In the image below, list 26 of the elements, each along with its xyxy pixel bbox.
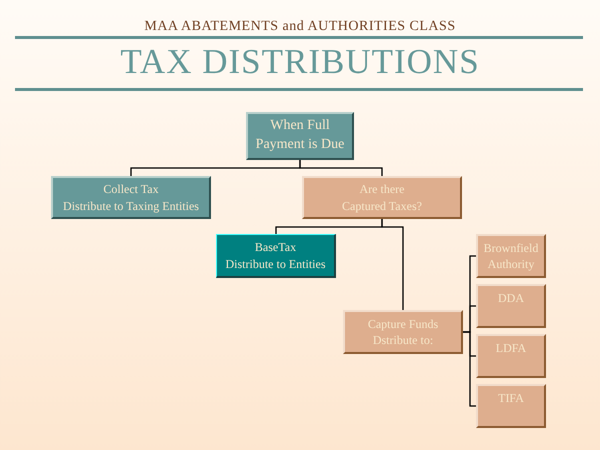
- node-label: When Full Payment is Due: [254, 117, 346, 154]
- node-label: Brownfield Authority: [482, 240, 540, 272]
- process-box: [51, 176, 211, 219]
- node-label: BaseTax: [254, 239, 296, 256]
- process-box: [343, 310, 463, 354]
- node-label: LDFA: [496, 340, 526, 356]
- node-label: DDA: [498, 290, 524, 306]
- process-box: [216, 234, 336, 278]
- connector-line: [463, 331, 476, 407]
- title: TAX DISTRIBUTIONS: [120, 42, 480, 82]
- node-label: Distribute to Entities: [226, 256, 326, 272]
- connector-line: [381, 219, 404, 310]
- header-text: MAA ABATEMENTS and AUTHORITIES CLASS: [144, 19, 456, 35]
- process-box: [476, 234, 546, 278]
- connector-line: [299, 160, 383, 176]
- node-label: Are there Captured Taxes?: [341, 181, 423, 214]
- node-label: TIFA: [498, 390, 524, 406]
- node-label: Collect Tax: [103, 181, 159, 198]
- node-label: Distribute to Taxing Entities: [63, 198, 199, 214]
- decision-box: [302, 176, 462, 219]
- process-box: [476, 284, 546, 328]
- process-box: [476, 384, 546, 428]
- node-label: Dstribute to:: [372, 332, 434, 348]
- process-box: [476, 334, 546, 378]
- process-box: [246, 112, 354, 160]
- node-label: Capture Funds: [368, 316, 438, 332]
